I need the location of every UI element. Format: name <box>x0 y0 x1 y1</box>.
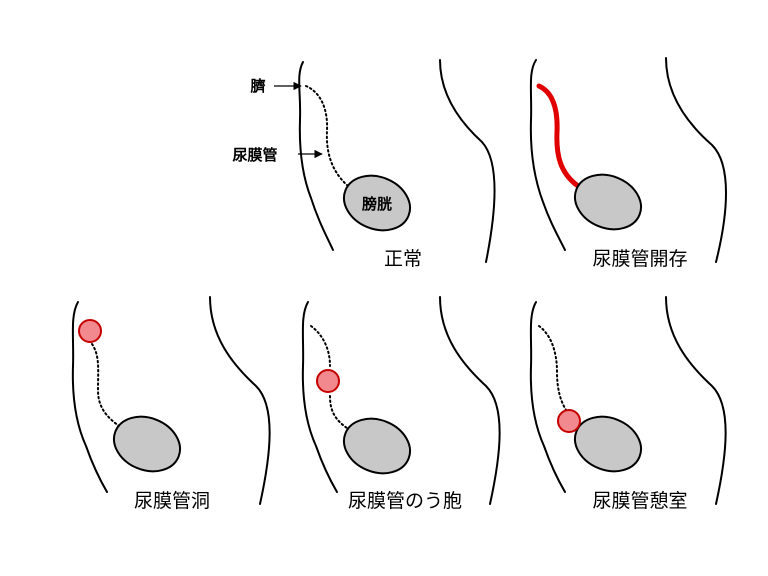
abdominal-wall-line <box>301 301 338 493</box>
urachus-dotted-line <box>91 343 123 429</box>
caption-patent-urachus: 尿膜管開存 <box>592 248 687 270</box>
back-line <box>439 59 496 263</box>
bladder <box>574 173 642 231</box>
abdominal-wall-line <box>298 61 334 251</box>
bladder <box>343 417 411 475</box>
panel-urachal-diverticulum: 尿膜管憩室 <box>529 296 727 512</box>
panel-patent-urachus: 尿膜管開存 <box>529 57 727 270</box>
back-line <box>665 57 727 263</box>
patent-urachus-red-line <box>536 83 581 189</box>
urachal-sinus-lesion <box>78 319 102 343</box>
bladder <box>574 415 642 473</box>
back-line <box>209 296 271 505</box>
back-line <box>439 296 501 505</box>
bladder <box>343 174 411 232</box>
abdominal-wall-line <box>71 301 108 493</box>
abdominal-wall-line <box>529 301 566 493</box>
back-line <box>665 296 727 505</box>
urachus-label: 尿膜管 <box>232 146 277 164</box>
caption-urachal-cyst: 尿膜管のう胞 <box>348 490 462 512</box>
panel-normal: 膀胱 臍 尿膜管 正常 <box>232 59 496 270</box>
urachus-dotted-line <box>305 85 349 187</box>
urachal-cyst-lesion <box>316 369 340 393</box>
navel-label: 臍 <box>250 77 265 95</box>
panel-urachal-sinus: 尿膜管洞 <box>71 296 271 512</box>
panel-urachal-cyst: 尿膜管のう胞 <box>301 296 501 512</box>
caption-urachal-diverticulum: 尿膜管憩室 <box>592 490 687 512</box>
urachus-dotted-line <box>538 325 567 411</box>
bladder <box>113 415 181 473</box>
caption-urachal-sinus: 尿膜管洞 <box>134 490 210 512</box>
urachus-dotted-line <box>310 325 351 431</box>
urachal-diverticulum-lesion <box>557 409 581 433</box>
bladder-label: 膀胱 <box>362 195 392 213</box>
abdominal-wall-line <box>529 59 566 251</box>
caption-normal: 正常 <box>384 248 422 270</box>
